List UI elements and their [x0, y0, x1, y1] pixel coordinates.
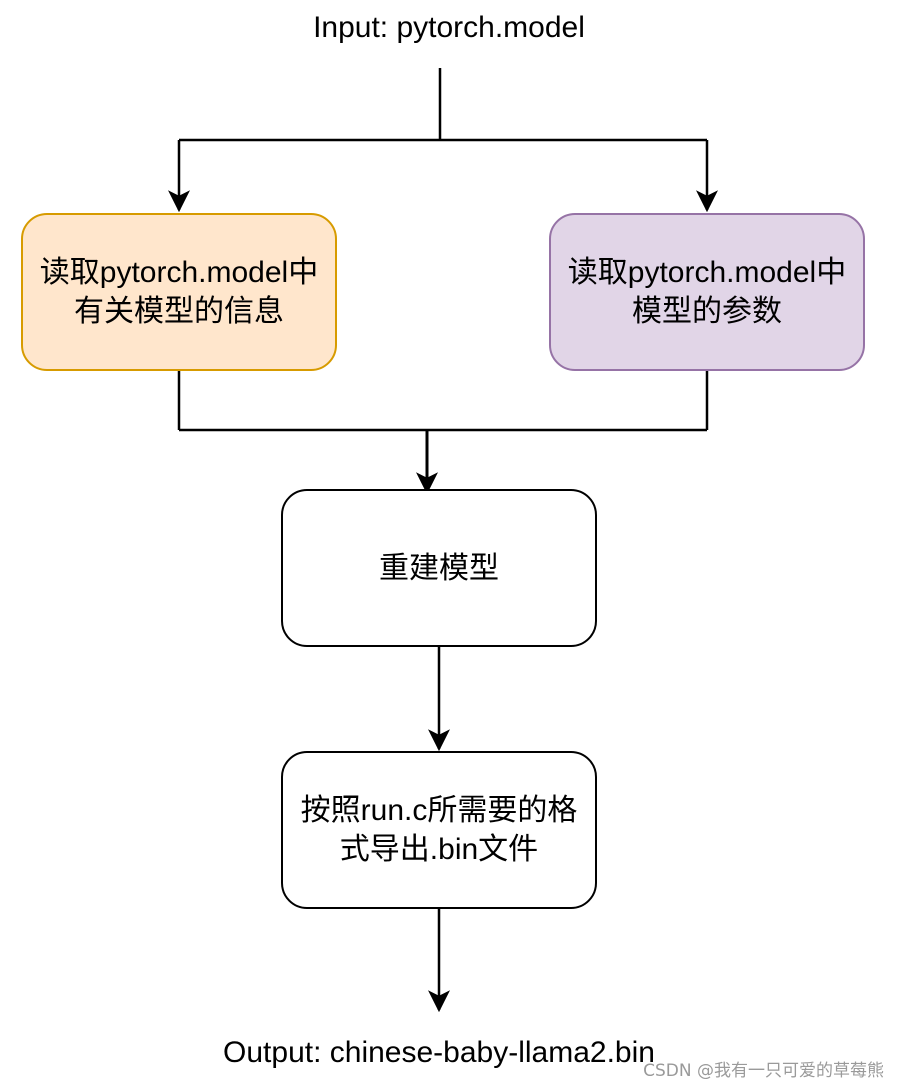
- watermark: CSDN @我有一只可爱的草莓熊: [643, 1061, 884, 1081]
- node-export-bin: 按照run.c所需要的格 式导出.bin文件: [281, 751, 597, 909]
- node-read-model-params-line2: 模型的参数: [632, 295, 782, 328]
- node-rebuild-model-label: 重建模型: [379, 551, 499, 585]
- node-read-model-info-line2: 有关模型的信息: [74, 295, 284, 328]
- node-export-bin-line2: 式导出.bin文件: [339, 833, 539, 866]
- input-label: Input: pytorch.model: [313, 11, 585, 44]
- node-read-model-params: 读取pytorch.model中 模型的参数: [549, 213, 865, 371]
- output-label: Output: chinese-baby-llama2.bin: [223, 1036, 655, 1069]
- node-read-model-info-line1: 读取pytorch.model中: [39, 256, 319, 289]
- node-export-bin-line1: 按照run.c所需要的格: [300, 794, 578, 827]
- node-read-model-params-line1: 读取pytorch.model中: [567, 256, 847, 289]
- node-rebuild-model: 重建模型: [281, 489, 597, 647]
- node-read-model-info: 读取pytorch.model中 有关模型的信息: [21, 213, 337, 371]
